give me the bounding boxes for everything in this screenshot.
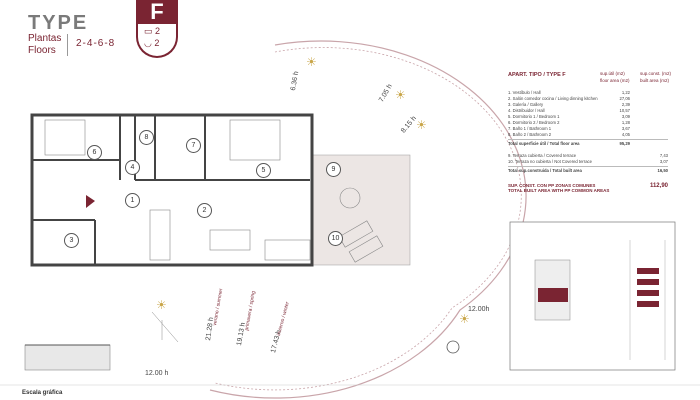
common-area-total: SUP. CONST. CON PP ZONAS COMUNES TOTAL B… xyxy=(508,183,668,193)
col-floor-area-es: sup.útil (m2) xyxy=(600,71,625,76)
room-number: 6 xyxy=(87,145,102,160)
type-badge xyxy=(136,0,178,58)
sun-icon: ☀ xyxy=(306,55,317,69)
bedrooms-count: 2 xyxy=(155,26,161,36)
room-number: 7 xyxy=(186,138,201,153)
divider xyxy=(508,166,668,167)
table-title: APART. TIPO / TYPE F xyxy=(508,72,566,78)
room-number: 9 xyxy=(326,162,341,177)
room-number: 2 xyxy=(197,203,212,218)
floors-es: Plantas xyxy=(28,33,62,44)
bedrooms-indicator: ▭ 2 xyxy=(144,26,160,37)
sun-path-arc-inner xyxy=(214,47,522,391)
room-number: 4 xyxy=(125,160,140,175)
badge-letter: F xyxy=(138,0,176,24)
bathrooms-indicator: ◡ 2 xyxy=(144,38,159,49)
room-number: 3 xyxy=(64,233,79,248)
col-built-area-en: built area (m2) xyxy=(640,78,670,83)
scale-label: Escala gráfica xyxy=(22,390,63,396)
divider xyxy=(67,34,68,56)
floors-en: Floors xyxy=(28,45,56,56)
terrace-area xyxy=(309,154,411,266)
total-floor-area-row: Total superficie útil / Total floor area… xyxy=(508,141,630,146)
bed-icon: ▭ xyxy=(144,26,153,36)
sun-icon: ☀ xyxy=(459,312,470,326)
table-row: 10. Terraza no cubierta / Not Covered te… xyxy=(508,159,668,164)
table-row: 2. Salón comedor cocina / Living dinning… xyxy=(508,96,630,101)
col-floor-area-en: floor area (m2) xyxy=(600,78,630,83)
room-number: 8 xyxy=(139,130,154,145)
sun-icon: ☀ xyxy=(156,298,167,312)
divider xyxy=(508,139,668,140)
room-number: 5 xyxy=(256,163,271,178)
floors-label: Plantas Floors xyxy=(28,33,61,57)
sun-icon: ☀ xyxy=(416,118,427,132)
sun-time-label: 12.00h xyxy=(468,306,490,313)
room-number: 1 xyxy=(125,193,140,208)
sun-time-label: 12.00 h xyxy=(145,370,169,377)
col-built-area-es: sup.const. (m2) xyxy=(640,71,672,76)
type-label: TYPE xyxy=(28,12,89,34)
room-number: 10 xyxy=(328,231,343,246)
bathrooms-count: 2 xyxy=(154,38,160,48)
sun-icon: ☀ xyxy=(395,88,406,102)
floors-numbers: 2-4-6-8 xyxy=(76,38,116,49)
bath-icon: ◡ xyxy=(144,38,152,48)
